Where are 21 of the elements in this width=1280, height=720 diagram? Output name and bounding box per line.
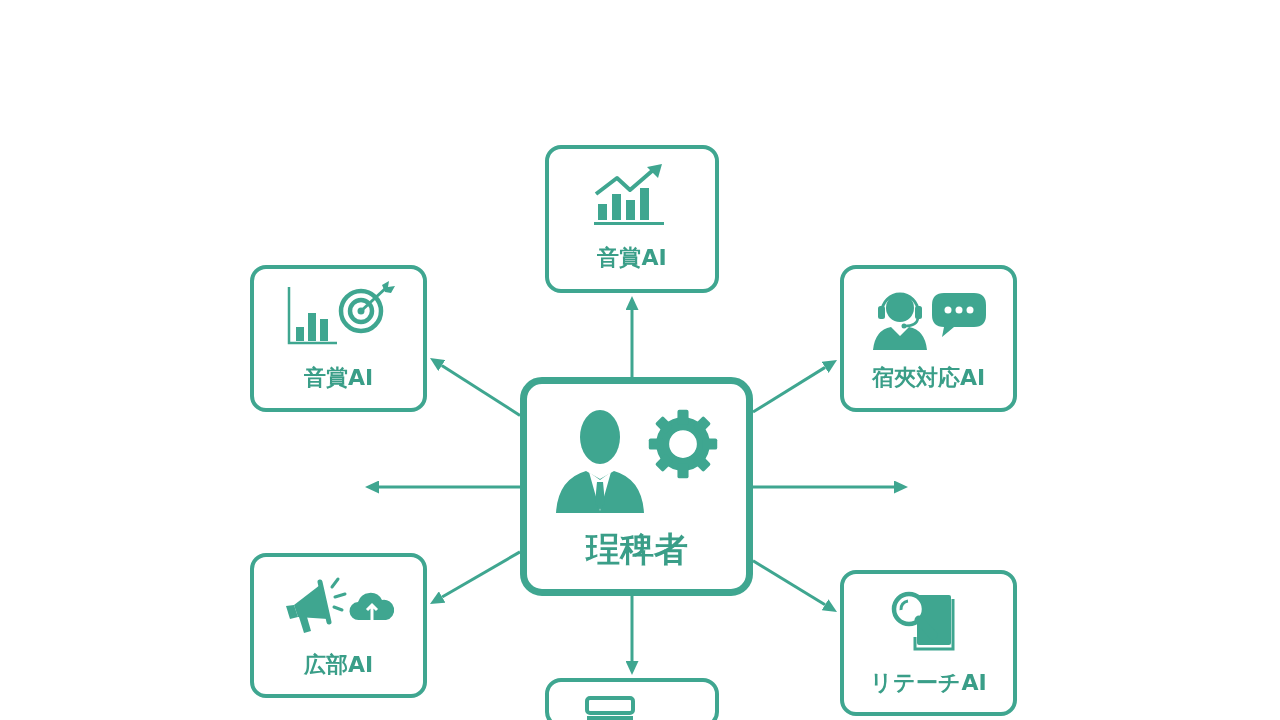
arrow <box>625 596 639 675</box>
arrow <box>753 480 908 494</box>
node-label: 音賞AI <box>303 367 374 389</box>
node-label: 広部AI <box>303 654 374 676</box>
rounded-box <box>520 377 753 596</box>
arrow <box>752 559 837 612</box>
arrow <box>365 480 520 494</box>
rounded-box <box>250 553 427 698</box>
node-label: 宿夾対応AI <box>871 367 986 389</box>
rounded-box <box>545 145 719 293</box>
node-label: リテーチAI <box>870 672 987 694</box>
rounded-box <box>545 678 719 720</box>
arrow <box>430 550 521 604</box>
node-label: 音賞AI <box>597 247 667 269</box>
rounded-box <box>250 265 427 412</box>
arrow <box>430 358 521 417</box>
arrow <box>752 360 837 414</box>
rounded-box <box>840 570 1017 716</box>
rounded-box <box>840 265 1017 412</box>
arrow <box>625 296 639 377</box>
node-label: 珵稗者 <box>585 532 688 566</box>
